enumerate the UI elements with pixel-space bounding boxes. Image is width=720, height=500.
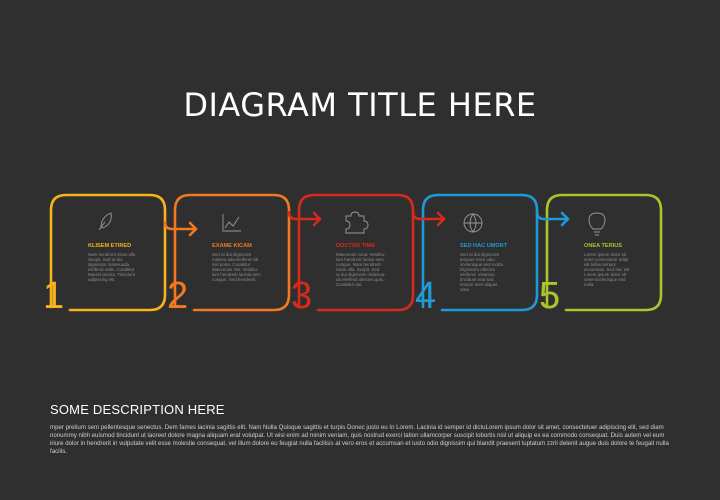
- puzzle-icon: [345, 211, 369, 234]
- step-5-title: ONEA TERIUS: [584, 243, 622, 249]
- lightbulb-icon: [588, 212, 606, 236]
- step-4-description: Sed ut dui dignissim tempus enim odio sc…: [460, 252, 505, 292]
- arrow-2-to-3: [287, 210, 322, 227]
- step-1-outline: [49, 193, 167, 312]
- arrow-4-to-5: [535, 210, 570, 227]
- leaves-icon: [98, 212, 112, 231]
- step-5-number: 5: [539, 275, 560, 317]
- arrow-3-to-4: [411, 210, 446, 227]
- step-5-description: Lorem ipsum dolor sit amet consectetur a…: [584, 252, 631, 287]
- step-3-number: 3: [291, 275, 312, 317]
- step-2-outline: [173, 193, 291, 312]
- step-5-outline: [545, 193, 663, 312]
- globe-icon: [463, 213, 483, 233]
- step-5: ONEA TERIUS Lorem ipsum dolor sit amet c…: [539, 193, 663, 317]
- diagram-title: DIAGRAM TITLE HERE: [183, 86, 537, 124]
- arrow-1-to-2: [163, 220, 198, 237]
- description-heading: SOME DESCRIPTION HERE: [50, 402, 225, 417]
- step-4-outline: [421, 193, 539, 312]
- step-3-title: DOCTOR TIME: [336, 243, 375, 249]
- step-2-title: EXAME KICAM: [212, 243, 252, 249]
- step-1: KLISEM ETIRED Nam hendrerit nisus ulla S…: [43, 193, 167, 317]
- step-1-number: 1: [43, 275, 64, 317]
- step-2-description: Sed ut dui dignissim malesu ada eleifend…: [212, 252, 262, 282]
- step-2-number: 2: [167, 275, 188, 317]
- step-3-description: Maecenas curat. Vestibu- lum hendrerit l…: [336, 252, 387, 287]
- chart-icon: [222, 214, 241, 232]
- step-4: SED HAC UMORT Sed ut dui dignissim tempu…: [415, 193, 539, 317]
- step-3: DOCTOR TIME Maecenas curat. Vestibu- lum…: [291, 193, 415, 317]
- step-3-outline: [297, 193, 415, 312]
- step-4-number: 4: [415, 275, 436, 317]
- step-2: EXAME KICAM Sed ut dui dignissim malesu …: [167, 193, 291, 317]
- step-1-title: KLISEM ETIRED: [88, 243, 131, 249]
- step-4-title: SED HAC UMORT: [460, 243, 508, 249]
- step-1-description: Nam hendrerit nisus ulla Suspit. Sed ut …: [88, 252, 137, 282]
- description-body: mper pretium sem pellentesque senectus. …: [50, 424, 669, 455]
